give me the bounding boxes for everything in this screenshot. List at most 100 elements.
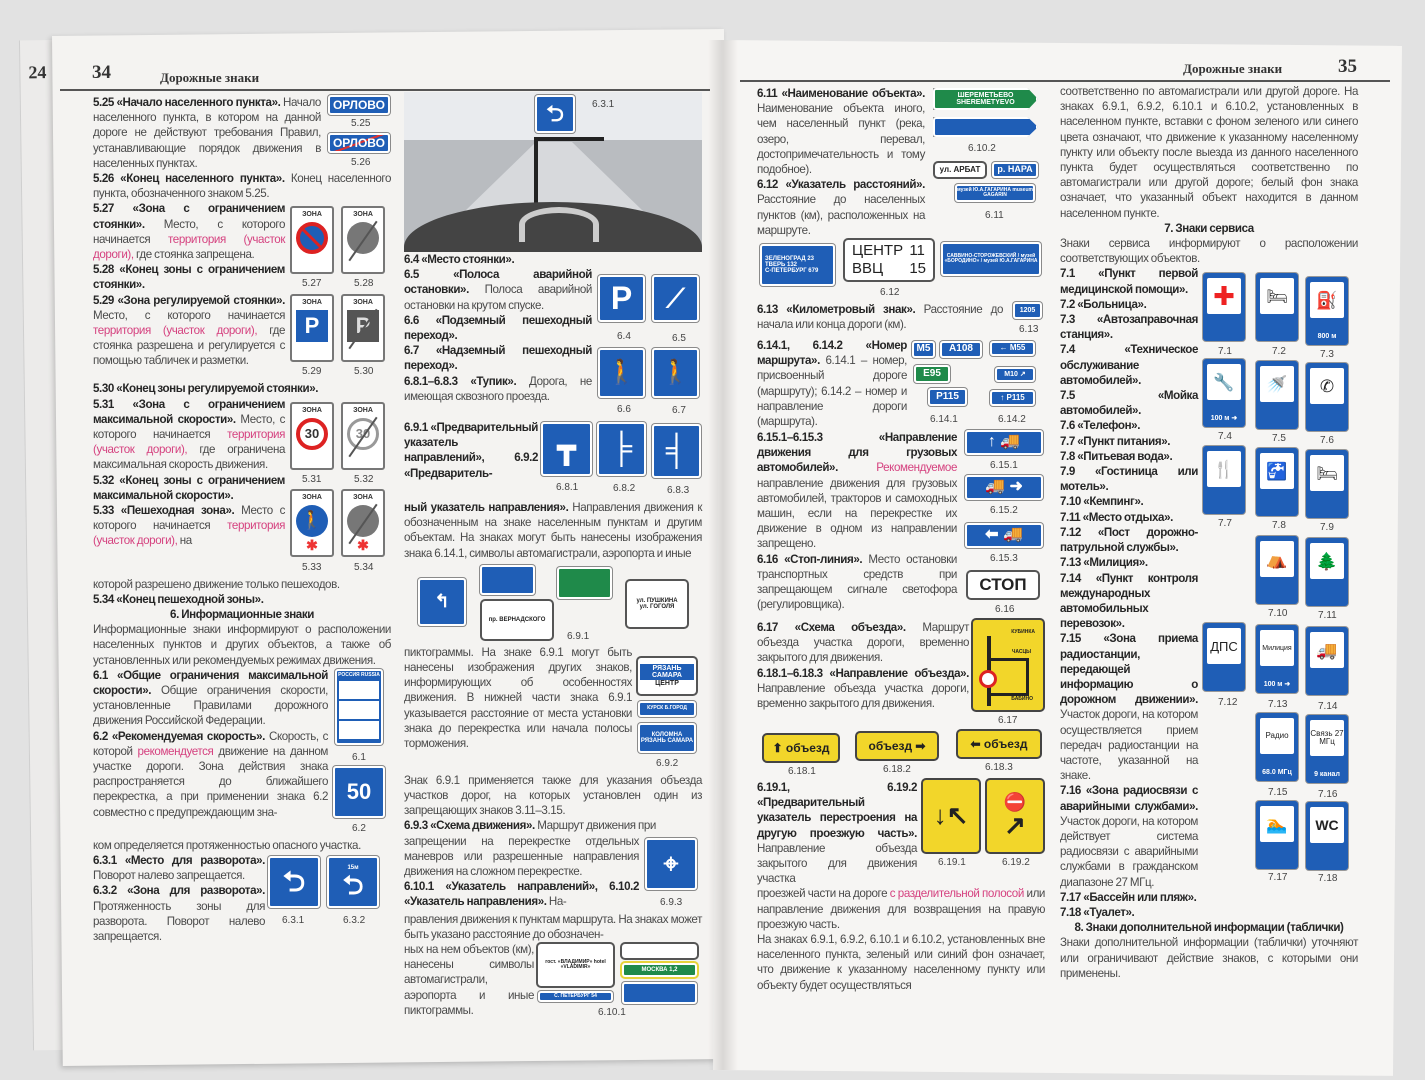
item-title: 6.13 «Километровый знак».: [757, 303, 916, 317]
sign-caption: 6.19.1: [938, 857, 966, 869]
left-column-1: 5.25 «Начало населенного пункта». Начало…: [93, 95, 391, 944]
paragraph: 7.11 «Место отдыха».: [1060, 510, 1198, 525]
text-block: 6.1 «Общие ограничения максимальной скор…: [93, 668, 328, 820]
sign-general-speed-limits: РОССИЯ RUSSIA: [335, 668, 383, 745]
sign-text: ЦЕНТР: [655, 680, 679, 688]
body-text: пиктограммы. На знаке 6.9.1 могут быть н…: [404, 645, 632, 751]
sign-caption: 6.15.2: [990, 505, 1018, 517]
text-block: 6.3.1 «Место для разворота». Поворот нал…: [93, 853, 265, 944]
left-column-2: ⮌ 6.3.1 6.4 «Место стоянки».6.5 «Полоса …: [404, 92, 702, 1020]
item-title: 6.3.2 «Зона для разворота».: [93, 884, 265, 898]
item-title: 6.1 «Общие ограничения максимальной скор…: [93, 668, 328, 698]
heading-text: 8. Знаки дополнительной информации (табл…: [1074, 921, 1344, 935]
sign-caption: 6.19.2: [1002, 857, 1030, 869]
body-text: Знак 6.9.1 применяется также для указани…: [404, 773, 702, 818]
section-row: пиктограммы. На знаке 6.9.1 могут быть н…: [404, 645, 702, 773]
sign-direction-sheremetyevo: ШЕРЕМЕТЬЕВО SHEREMETYEVO: [933, 88, 1038, 110]
item-title: 7.8 «Питьевая вода».: [1060, 449, 1173, 463]
sign-text: 68.0 МГц: [1262, 769, 1292, 777]
text-block: соответственно по автомагистрали или дру…: [1060, 84, 1358, 266]
item-title: ный указатель направления».: [404, 501, 569, 514]
sign-lane-change-left: ↓↖: [923, 780, 979, 853]
item-title: 7.16 «Зона радиосвязи с аварийными служб…: [1060, 784, 1198, 813]
paragraph: 6.15.1–6.15.3 «Направление движения для …: [757, 430, 957, 552]
body-text: Место, с которого начинается: [93, 412, 285, 442]
sign-caption: 5.30: [354, 366, 374, 378]
sign-caption: 5.34: [354, 561, 374, 573]
sign-stop-line: СТОП: [968, 572, 1038, 599]
sign-text: С-ПЕТЕРБУРГ 679: [765, 268, 819, 275]
sign-text: 15м: [347, 865, 359, 872]
sign-traffic-scheme: ⌖: [645, 837, 697, 890]
sign-caption: 7.5: [1272, 433, 1286, 445]
body-text: где стоянка запрещена.: [133, 248, 255, 262]
paragraph: 5.32 «Конец зоны с ограничением максимал…: [93, 473, 285, 503]
paragraph: 7.18 «Туалет».: [1060, 905, 1358, 920]
text-block: 6.17 «Схема объезда». Маршрут объезда уч…: [757, 620, 969, 711]
section-heading: 6. Информационные знаки: [93, 607, 391, 622]
sign-car-service: 🔧100 м ➜: [1203, 359, 1245, 428]
no-parking-icon: [296, 222, 328, 255]
sign-text: WC: [1310, 807, 1344, 844]
tent-icon: ⛺: [1260, 541, 1294, 578]
item-title: 6.10.1 «Указатель направлений», 6.10.2 «…: [404, 880, 639, 909]
item-title: 5.28 «Конец зоны с ограничением стоянки»…: [93, 263, 285, 292]
sign-dead-end: ┳: [541, 422, 592, 476]
paragraph: соответственно по автомагистрали или дру…: [1060, 84, 1358, 221]
paragraph: 7.6 «Телефон».: [1060, 418, 1198, 433]
parking-icon: P: [296, 310, 328, 343]
paragraph: ком определяется протяженностью опасного…: [93, 838, 391, 853]
item-title: 7.3 «Автозаправочная станция».: [1060, 313, 1198, 342]
paragraph: 6.8.1–6.8.3 «Тупик». Дорога, не имеющая …: [404, 374, 592, 404]
sign-caption: 7.1: [1218, 346, 1232, 358]
text-block: 5.26 «Конец населенного пункта». Конец н…: [93, 171, 391, 201]
item-title: 7.2 «Больница».: [1060, 297, 1147, 311]
section-row: запрещении на перекрестке отдельных мане…: [404, 834, 702, 912]
paragraph: 5.31 «Зона с ограничением максимальной с…: [93, 397, 285, 473]
sign-panel: КУБИНКА ЧАСЦЫ БАБИНО 6.17: [969, 620, 1045, 730]
body-text: Направление объезда участка дороги, врем…: [757, 681, 969, 711]
paragraph: 7.14 «Пункт контроля международных автом…: [1060, 571, 1198, 632]
paragraph: 7.15 «Зона приема радиостанции, передающ…: [1060, 631, 1198, 783]
sign-route-p115: P115: [928, 388, 967, 407]
text-block: 6.13 «Километровый знак». Расстояние до …: [757, 302, 1003, 332]
text-block: 5.25 «Начало населенного пункта». Начало…: [93, 95, 321, 171]
sign-caption: 6.12: [880, 287, 900, 299]
sign-caption: 6.2: [352, 822, 366, 834]
sign-text: ул. ГОГОЛЯ: [639, 603, 675, 610]
sign-row: ⬆ объезд объезд ➡ ⬅ объезд 6.18.1 6.18.2…: [757, 730, 1045, 780]
body-text: На-: [546, 895, 567, 909]
item-title: 6.16 «Стоп-линия».: [757, 552, 863, 566]
sign-caption: 6.9.1: [567, 630, 590, 642]
text-block: правления движения к пунктам маршрута. Н…: [404, 912, 702, 942]
sign-text: гост. «ВЛАДИМИР» hotel «VLADIMIR»: [545, 958, 606, 971]
sign-direction-blue-2: [933, 117, 1038, 137]
paragraph: 7.8 «Питьевая вода».: [1060, 449, 1198, 464]
item-title: 6.18.1–6.18.3 «Направление объезда».: [757, 666, 969, 680]
no-entry-icon: [979, 670, 997, 689]
paragraph: запрещении на перекрестке отдельных мане…: [404, 834, 639, 880]
body-text: Полоса аварийной остановки на крутом спу…: [404, 283, 592, 312]
water-tap-icon: 🚰: [1260, 453, 1294, 490]
body-text: Наименование объекта иного, чем населенн…: [757, 102, 925, 177]
item-title: 7.17 «Бассейн или пляж».: [1060, 890, 1197, 904]
zone-label: ЗОНА: [302, 406, 322, 414]
sign-route-a108: A108: [940, 341, 982, 359]
item-title: 7.5 «Мойка автомобилей».: [1060, 389, 1198, 418]
body-text: Расстояние до населенных пунктов (км), р…: [757, 193, 925, 237]
sign-object-museum: музей Ю.А.ГАГАРИНА museum GAGARIN: [955, 184, 1035, 202]
body-text: Знаки сервиса информируют о расположении…: [1060, 237, 1358, 266]
sign-text: 9 канал: [1314, 771, 1340, 779]
section-row: 6.19.1, 6.19.2 «Предварительный указател…: [757, 780, 1045, 886]
item-title: 6.8.1–6.8.3 «Тупик».: [404, 374, 517, 388]
sign-text: КУБИНКА: [1011, 629, 1035, 636]
sign-route-m10: M10 ↗: [995, 367, 1035, 383]
sign-panel: ↑ 🚚 6.15.1 🚚 ➜ 6.15.2 ⬅ 🚚 6.15.3 СТОП 6.…: [957, 430, 1045, 620]
sign-rest-area: 🌲: [1306, 538, 1348, 607]
body-text: или направление движения для возвращения…: [757, 887, 1046, 931]
sign-caption: 7.10: [1268, 608, 1288, 620]
sign-text: БАБИНО: [1011, 695, 1033, 702]
